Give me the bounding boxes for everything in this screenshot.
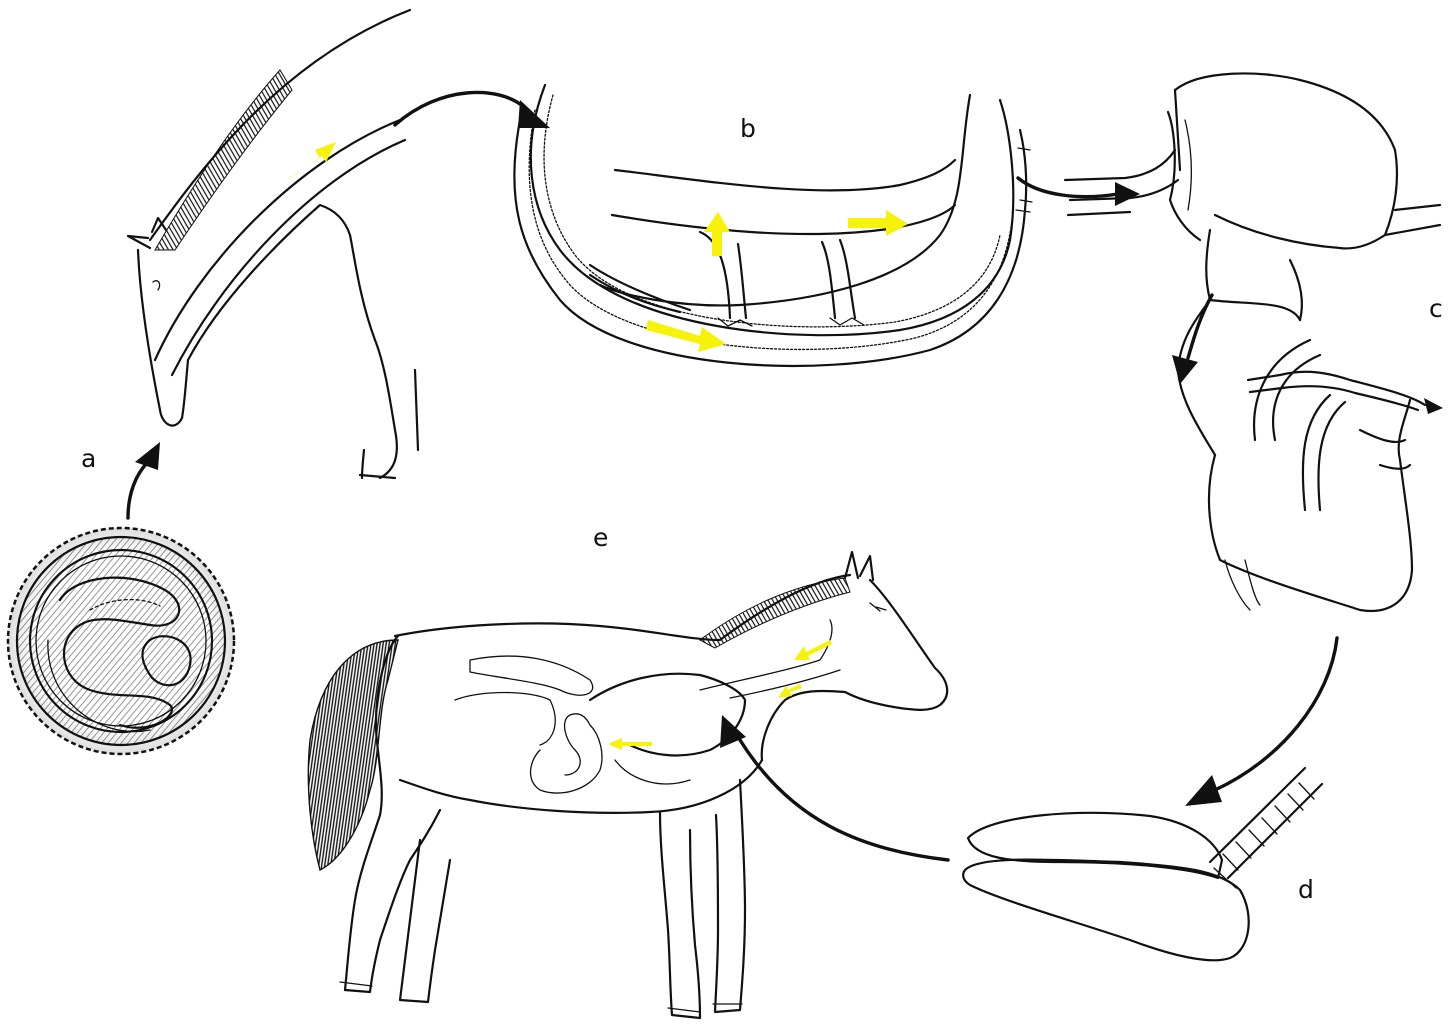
stage-label-d: d: [1298, 877, 1314, 902]
stage-label-c: c: [1429, 296, 1443, 321]
arrow-d-to-e: [740, 740, 948, 860]
standing-horse-illustration: [308, 552, 947, 1018]
grazing-horse-illustration: [128, 10, 418, 478]
stage-label-e: e: [593, 525, 608, 550]
arrow-c-to-d: [1215, 638, 1337, 790]
egg-illustration: [8, 528, 234, 754]
blood-vessel-illustration: [1016, 73, 1443, 611]
stage-label-a: a: [81, 446, 96, 471]
lung-illustration: [963, 768, 1322, 960]
intestine-illustration: [514, 85, 1026, 366]
arrow-egg-to-a: [128, 462, 148, 518]
stage-label-b: b: [740, 116, 756, 141]
arrow-a-to-b: [395, 92, 525, 125]
